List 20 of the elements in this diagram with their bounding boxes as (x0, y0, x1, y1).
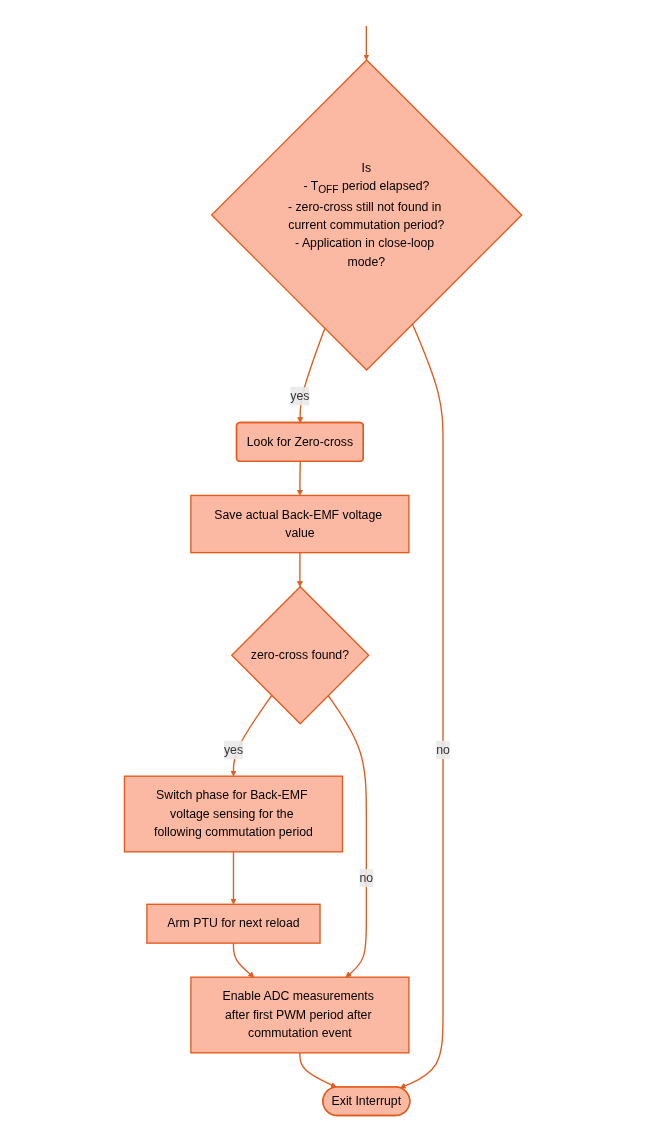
arrow (363, 25, 370, 61)
arrow (296, 551, 303, 587)
node-diamond: zero-cross found? (230, 585, 370, 725)
arrow (232, 942, 255, 978)
arrow (230, 851, 237, 905)
arrow (297, 327, 326, 424)
edge-label: yes (290, 389, 310, 403)
arrow (327, 694, 367, 978)
edge-label: yes (223, 742, 243, 757)
arrow (299, 1052, 337, 1088)
arrow (399, 323, 444, 1089)
edge-label: no (359, 870, 374, 885)
arrow (296, 461, 303, 496)
node-box: Arm PTU for next reload (146, 903, 321, 944)
node-box: Enable ADC measurements after first PWM period after commutation event (190, 976, 410, 1054)
arrow (230, 694, 273, 777)
edge-label: no (436, 742, 450, 757)
node-box: Save actual Back-EMF voltage value (190, 494, 410, 554)
node-diamond: Is - T$_{OFF}$ period elapsed? - zero-cross still not found in current commutation period? - Application in close-loop mode? (210, 59, 523, 371)
node-box: Switch phase for Back-EMF voltage sensing for the following commutation period (123, 775, 344, 853)
